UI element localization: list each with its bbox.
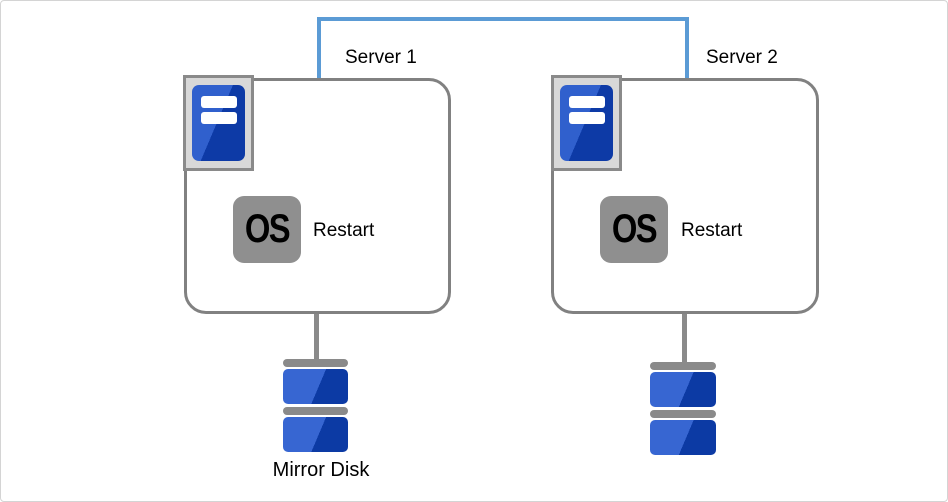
- server1-disk-link-line: [314, 314, 319, 361]
- disk-platter: [650, 420, 716, 455]
- disk-cap: [650, 410, 716, 418]
- mirror-disk-icon: [650, 362, 716, 455]
- disk-platter: [283, 417, 348, 452]
- interconnect-line: [317, 17, 689, 78]
- server-slot-bar: [201, 96, 237, 108]
- server1-icon-plate: [183, 75, 254, 171]
- server2-restart-label: Restart: [681, 220, 743, 241]
- disk-platter: [283, 369, 348, 404]
- server1-label: Server 1: [345, 47, 417, 68]
- disk-cap: [650, 362, 716, 370]
- mirror-disk-label: Mirror Disk: [272, 459, 370, 481]
- server-slot-bar: [569, 96, 605, 108]
- server1-restart-label: Restart: [313, 220, 375, 241]
- os-icon: OS: [600, 196, 668, 263]
- os-icon-label: OS: [244, 207, 291, 251]
- os-icon: OS: [233, 196, 301, 263]
- server-slot-bar: [569, 112, 605, 124]
- disk-platter: [650, 372, 716, 407]
- server2-disk-link-line: [682, 314, 687, 364]
- os-icon-label: OS: [611, 207, 658, 251]
- server2-label: Server 2: [706, 47, 778, 68]
- disk-cap: [283, 359, 348, 367]
- disk-cap: [283, 407, 348, 415]
- server-icon: [192, 85, 245, 161]
- mirror-disk-icon: [283, 359, 348, 452]
- server-icon: [560, 85, 613, 161]
- server-slot-bar: [201, 112, 237, 124]
- server2-icon-plate: [551, 75, 622, 171]
